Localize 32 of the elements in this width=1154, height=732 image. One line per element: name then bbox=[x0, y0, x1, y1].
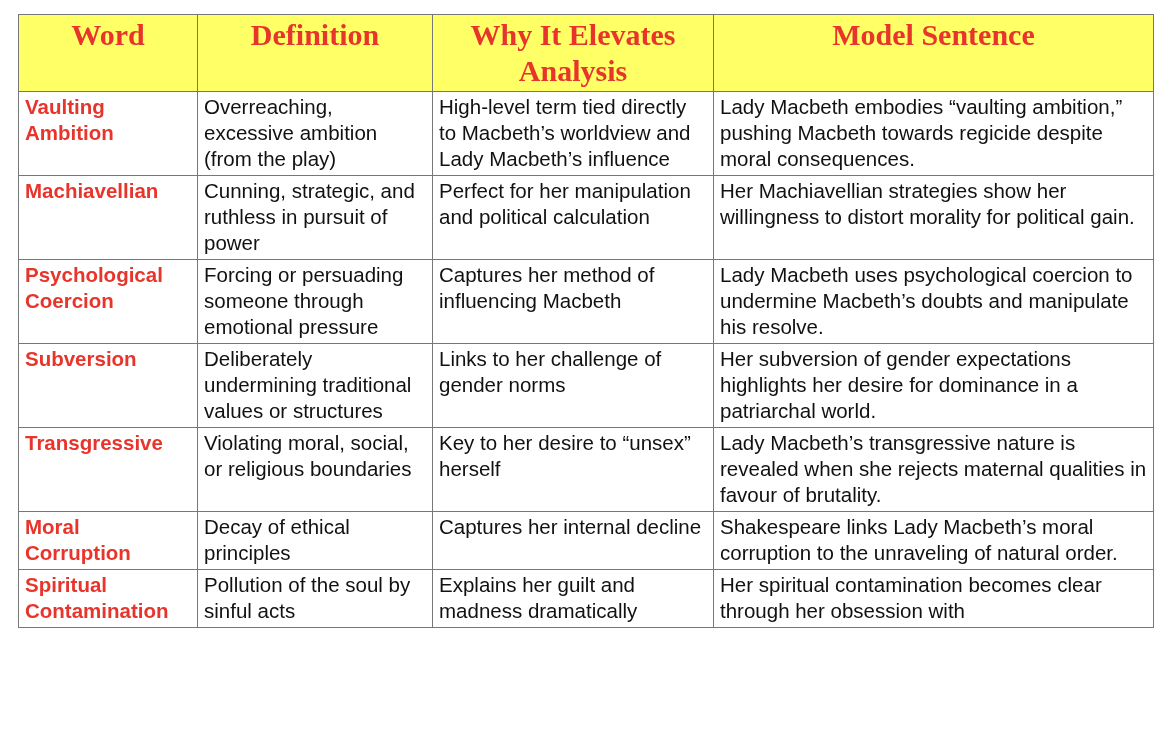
word-cell: Moral Corruption bbox=[18, 511, 198, 570]
word-cell: Transgressive bbox=[18, 427, 198, 512]
explanation-cell: Explains her guilt and madness dramatically bbox=[432, 569, 714, 628]
definition-cell: Deliberately undermining traditional values or structures bbox=[197, 343, 433, 428]
explanation-cell: Key to her desire to “unsex” herself bbox=[432, 427, 714, 512]
sentence-cell: Shakespeare links Lady Macbeth’s moral corruption to the unraveling of natural order. bbox=[713, 511, 1154, 570]
explanation-cell: Perfect for her manipulation and political calculation bbox=[432, 175, 714, 260]
definition-cell: Violating moral, social, or religious boundaries bbox=[197, 427, 433, 512]
sentence-cell: Her spiritual contamination becomes clear through her obsession with bbox=[713, 569, 1154, 628]
word-cell: Psychological Coercion bbox=[18, 259, 198, 344]
word-cell: Machiavellian bbox=[18, 175, 198, 260]
explanation-cell: Links to her challenge of gender norms bbox=[432, 343, 714, 428]
sentence-cell: Lady Macbeth uses psychological coercion to undermine Macbeth’s doubts and manipulate his resolve. bbox=[713, 259, 1154, 344]
explanation-cell: High-level term tied directly to Macbeth’s worldview and Lady Macbeth’s influence bbox=[432, 91, 714, 176]
column-header: Model Sentence bbox=[713, 14, 1154, 92]
sentence-cell: Her subversion of gender expectations highlights her desire for dominance in a patriarchal world. bbox=[713, 343, 1154, 428]
column-header: Definition bbox=[197, 14, 433, 92]
word-cell: Subversion bbox=[18, 343, 198, 428]
column-header: Word bbox=[18, 14, 198, 92]
column-header: Why It Elevates Analysis bbox=[432, 14, 714, 92]
definition-cell: Pollution of the soul by sinful acts bbox=[197, 569, 433, 628]
explanation-cell: Captures her method of influencing Macbeth bbox=[432, 259, 714, 344]
explanation-cell: Captures her internal decline bbox=[432, 511, 714, 570]
definition-cell: Decay of ethical principles bbox=[197, 511, 433, 570]
definition-cell: Forcing or persuading someone through emotional pressure bbox=[197, 259, 433, 344]
sentence-cell: Her Machiavellian strategies show her willingness to distort morality for political gain. bbox=[713, 175, 1154, 260]
definition-cell: Cunning, strategic, and ruthless in pursuit of power bbox=[197, 175, 433, 260]
sentence-cell: Lady Macbeth’s transgressive nature is revealed when she rejects maternal qualities in favour of brutality. bbox=[713, 427, 1154, 512]
word-cell: Spiritual Contamination bbox=[18, 569, 198, 628]
word-cell: Vaulting Ambition bbox=[18, 91, 198, 176]
sentence-cell: Lady Macbeth embodies “vaulting ambition,” pushing Macbeth towards regicide despite moral consequences. bbox=[713, 91, 1154, 176]
definition-cell: Overreaching, excessive ambition (from the play) bbox=[197, 91, 433, 176]
